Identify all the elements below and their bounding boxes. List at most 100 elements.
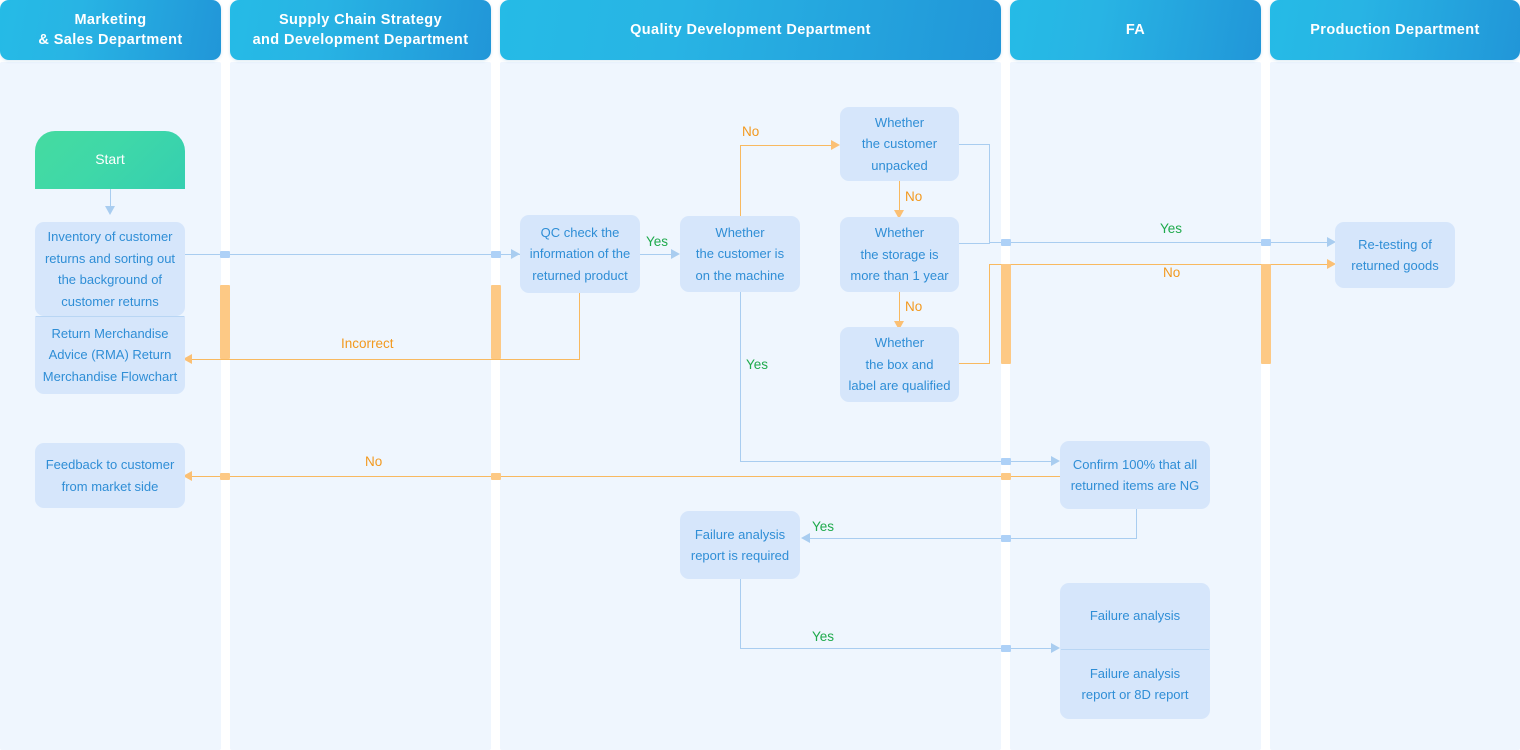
node-confirm-100-percent-ng[interactable]: Confirm 100% that all returned items are… <box>1060 441 1210 509</box>
edge-label-incorrect: Incorrect <box>341 336 394 351</box>
node-line: returned goods <box>1351 258 1439 273</box>
edge-label-qc-yes: Yes <box>646 234 669 249</box>
lane-title-fa: FA <box>1125 22 1146 38</box>
lane-cross-chip <box>491 250 501 258</box>
lane-body-supply <box>230 62 491 750</box>
lane-title-line1: Supply Chain Strategy <box>278 12 443 28</box>
edge-label-onmachine-no: No <box>742 124 760 139</box>
lane-cross-chip <box>1001 644 1011 652</box>
node-line: Failure analysis <box>1089 665 1181 681</box>
node-line: Whether <box>874 114 925 130</box>
edge-fareq-to-failure-h <box>740 648 1052 649</box>
swimlane-production: Production Department <box>1270 0 1520 750</box>
lane-cross-chip <box>220 250 230 258</box>
node-box-and-label-qualified[interactable]: Whether the box and label are qualified <box>840 327 959 402</box>
lane-cross-chip <box>1261 238 1271 246</box>
edge-label-fa-required-yes: Yes <box>812 519 835 534</box>
edge-label-retest-no: No <box>1163 265 1181 280</box>
edge-inventory-to-qc <box>185 254 521 255</box>
edge-unpacked-yes-h1 <box>959 144 990 145</box>
edge-label-onmachine-yes: Yes <box>746 357 769 372</box>
node-line: the customer <box>861 136 938 152</box>
arrowhead-inventory <box>104 206 115 215</box>
node-line: the storage is <box>860 246 939 262</box>
arrowhead-retesting-yes <box>1327 237 1336 247</box>
node-rma-flowchart[interactable]: Return Merchandise Advice (RMA) Return M… <box>35 316 185 394</box>
node-start[interactable]: Start <box>35 131 185 189</box>
lane-title-line1: Marketing <box>74 12 147 28</box>
node-line: Whether <box>715 224 765 240</box>
arrowhead-qc-check <box>511 249 520 259</box>
lane-title-supply: Supply Chain Strategy and Development De… <box>253 10 469 50</box>
node-line: Failure analysis <box>694 526 786 542</box>
node-line: the box and <box>865 356 934 372</box>
edge-unpacked-no <box>899 176 900 212</box>
edge-boxlabel-h1 <box>959 363 990 364</box>
node-failure-analysis-report-required[interactable]: Failure analysis report is required <box>680 511 800 579</box>
node-line: the background of <box>57 272 163 287</box>
edge-label-feedback-no: No <box>365 454 383 469</box>
node-line: information of the <box>529 246 631 262</box>
node-qc-check[interactable]: QC check the information of the returned… <box>520 215 640 293</box>
edge-to-retesting-yes <box>989 242 1328 243</box>
node-line: report or 8D report <box>1081 687 1189 702</box>
arrowhead-storage <box>893 210 904 219</box>
lane-title-line2: & Sales Department <box>38 32 183 48</box>
lane-cross-chip-orange <box>1001 264 1011 364</box>
edge-confirm-to-fareq-h <box>810 538 1137 539</box>
node-divider <box>36 316 184 317</box>
node-line: returns and sorting out <box>44 250 176 266</box>
edge-start-to-inventory <box>110 188 111 209</box>
arrowhead-failure-analysis <box>1051 643 1060 653</box>
node-inventory-of-returns[interactable]: Inventory of customer returns and sortin… <box>35 222 185 316</box>
node-retesting-returned-goods[interactable]: Re-testing of returned goods <box>1335 222 1455 288</box>
edge-qc-incorrect-v <box>579 290 580 360</box>
edge-to-retesting-no <box>989 264 1328 265</box>
node-divider <box>1061 649 1209 650</box>
arrowhead-feedback <box>183 471 192 481</box>
node-line: Merchandise Flowchart <box>42 368 178 384</box>
edge-label-fa-report-yes: Yes <box>812 629 835 644</box>
node-line: Inventory of customer <box>47 229 173 244</box>
edge-onmachine-yes-v <box>740 290 741 462</box>
arrowhead-rma <box>183 354 192 364</box>
node-customer-on-machine[interactable]: Whether the customer is on the machine <box>680 216 800 292</box>
node-line: the customer is <box>695 246 785 262</box>
lane-title-line2: and Development Department <box>252 32 469 48</box>
node-failure-analysis[interactable]: Failure analysis <box>1060 583 1210 649</box>
arrowhead-retesting-no <box>1327 259 1336 269</box>
lane-cross-chip-orange <box>220 285 230 359</box>
node-line: returned items are NG <box>1070 478 1200 493</box>
node-line: Re-testing of <box>1358 236 1432 252</box>
node-storage-more-than-1-year[interactable]: Whether the storage is more than 1 year <box>840 217 959 292</box>
lane-cross-chip <box>1001 238 1011 246</box>
node-feedback-to-customer[interactable]: Feedback to customer from market side <box>35 443 185 508</box>
node-customer-unpacked[interactable]: Whether the customer unpacked <box>840 107 959 181</box>
lane-title-production: Production Department <box>1310 22 1480 38</box>
node-failure-analysis-report-or-8d[interactable]: Failure analysis report or 8D report <box>1060 649 1210 719</box>
node-line: label are qualified <box>848 378 951 394</box>
lane-header-production: Production Department <box>1270 0 1520 60</box>
edge-label-storage-no: No <box>905 299 923 314</box>
lane-cross-chip-orange <box>1001 472 1011 480</box>
lane-title-marketing: Marketing & Sales Department <box>38 10 182 50</box>
node-line: report is required <box>690 548 790 563</box>
arrowhead-fa-required <box>801 533 810 543</box>
edge-onmachine-no-v <box>740 146 741 220</box>
arrowhead-confirm-ng <box>1051 456 1060 466</box>
node-start-label: Start <box>95 151 125 168</box>
swimlane-supply: Supply Chain Strategy and Development De… <box>230 0 491 750</box>
lane-cross-chip-orange <box>491 285 501 359</box>
lane-cross-chip-orange <box>220 472 230 480</box>
node-line: from market side <box>61 478 159 494</box>
lane-cross-chip-orange <box>491 472 501 480</box>
arrowhead-unpacked <box>831 140 840 150</box>
node-line: Failure analysis <box>1089 608 1181 624</box>
lane-header-supply: Supply Chain Strategy and Development De… <box>230 0 491 60</box>
node-line: more than 1 year <box>850 268 949 284</box>
lane-header-fa: FA <box>1010 0 1261 60</box>
edge-label-retest-yes: Yes <box>1160 221 1183 236</box>
edge-storage-no <box>899 287 900 323</box>
node-line: Advice (RMA) Return <box>48 347 172 363</box>
